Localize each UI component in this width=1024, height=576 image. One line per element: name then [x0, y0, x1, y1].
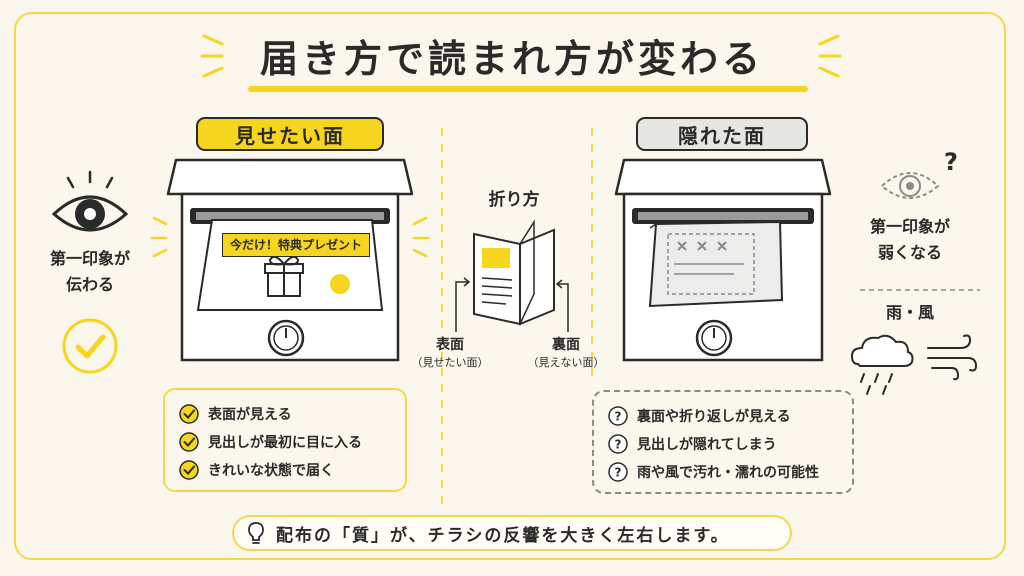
title-sparkle-left-icon: [200, 34, 224, 78]
left-side-caption: 第一印象が 伝わる: [30, 246, 150, 298]
left-side-caption-1: 第一印象が: [49, 249, 130, 268]
right-divider: [860, 289, 980, 291]
eye-icon: [51, 170, 129, 232]
check-icon: [179, 460, 199, 480]
list-item-text: 表面が見える: [208, 407, 292, 423]
check-icon: [179, 404, 199, 424]
hidden-risks-list: ? 裏面や折り返しが見える ? 見出しが隠れてしまう ? 雨や風で汚れ・濡れの可…: [592, 390, 854, 494]
list-item: ? 裏面や折り返しが見える: [608, 402, 838, 430]
list-item: 表面が見える: [179, 400, 391, 428]
flyer-banner: 今だけ！特典プレゼント: [222, 233, 370, 257]
right-side-caption-1: 第一印象が: [869, 217, 950, 236]
rain-cloud-icon: [850, 334, 914, 395]
check-icon: [179, 432, 199, 452]
visible-benefits-list: 表面が見える 見出しが最初に目に入る きれいな状態で届く: [163, 388, 407, 492]
front-sub-label: （見せたい面）: [411, 356, 489, 369]
divider-right: [591, 128, 593, 378]
svg-text:?: ?: [615, 466, 622, 480]
right-side-caption-2: 弱くなる: [877, 243, 942, 262]
divider-left: [441, 128, 443, 508]
svg-text:?: ?: [615, 438, 622, 452]
question-circle-icon: ?: [608, 406, 628, 426]
faded-eye-icon: [880, 172, 940, 199]
back-sub-label: （見えない面）: [527, 356, 605, 369]
left-side-caption-2: 伝わる: [65, 275, 114, 294]
list-item: きれいな状態で届く: [179, 456, 391, 484]
list-item-text: 雨や風で汚れ・濡れの可能性: [637, 465, 819, 481]
fold-title: 折り方: [488, 190, 540, 210]
list-item-text: 裏面や折り返しが見える: [637, 409, 791, 425]
list-item-text: きれいな状態で届く: [208, 463, 334, 479]
list-item: 見出しが最初に目に入る: [179, 428, 391, 456]
page-title: 届き方で読まれ方が変わる: [259, 37, 764, 81]
question-circle-icon: ?: [608, 462, 628, 482]
summary-banner: 配布の「質」が、チラシの反響を大きく左右します。: [232, 515, 792, 551]
wind-icon: [927, 334, 978, 381]
visible-side-label: 見せたい面: [196, 117, 384, 151]
list-item: ? 見出しが隠れてしまう: [608, 430, 838, 458]
summary-text: 配布の「質」が、チラシの反響を大きく左右します。: [276, 525, 730, 546]
back-label: 裏面: [552, 337, 580, 353]
question-circle-icon: ?: [608, 434, 628, 454]
svg-text:?: ?: [615, 410, 622, 424]
lightbulb-icon: [248, 522, 264, 544]
list-item-text: 見出しが隠れてしまう: [637, 437, 777, 453]
title-underline: [248, 86, 808, 92]
mailbox-hidden: [614, 158, 832, 362]
hidden-side-label: 隠れた面: [636, 117, 808, 151]
right-side-caption: 第一印象が 弱くなる: [850, 214, 970, 266]
folded-flyer-icon: [455, 219, 569, 332]
front-label: 表面: [436, 337, 464, 353]
list-item-text: 見出しが最初に目に入る: [208, 435, 362, 451]
check-circle-icon: [62, 318, 118, 374]
title-sparkle-right-icon: [818, 34, 842, 78]
list-item: ? 雨や風で汚れ・濡れの可能性: [608, 458, 838, 486]
mailbox-visible: [150, 158, 430, 362]
question-mark: ?: [944, 148, 958, 176]
outer-frame: [14, 12, 1006, 560]
weather-label: 雨・風: [885, 303, 934, 322]
